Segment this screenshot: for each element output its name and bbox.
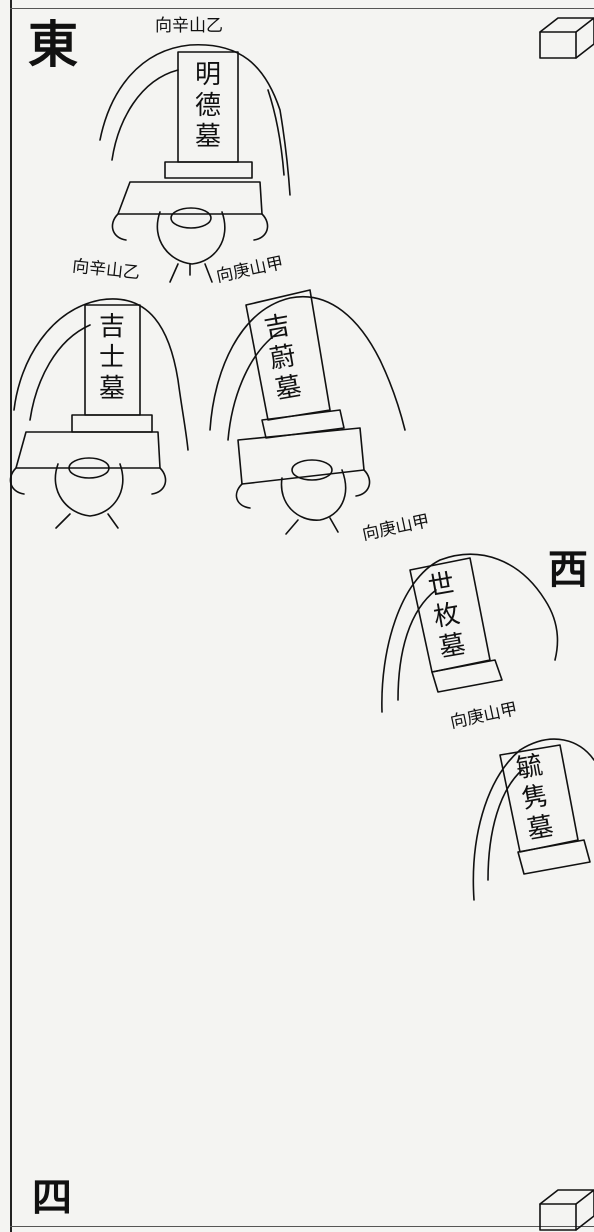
grave-orientation-mingde: 向辛山乙 [155, 16, 223, 36]
cube-icon-bottom-right [539, 1189, 594, 1231]
stele-inscription-jishi: 吉士墓 [98, 312, 125, 405]
grave-mound-jiyu [209, 289, 406, 535]
cube-icon-top-right [539, 17, 594, 59]
grave-mound-yuying [472, 738, 594, 901]
top-border-line [10, 8, 594, 9]
left-border-line [10, 0, 12, 1232]
direction-west-label: 西 [548, 546, 588, 593]
grave-mound-shimei [381, 553, 559, 713]
grave-mound-mingde [99, 43, 291, 283]
bottom-border-line [10, 1226, 594, 1227]
direction-east-label: 東 [28, 15, 78, 74]
direction-bottom-label: 四 [32, 1174, 72, 1221]
stele-inscription-mingde: 明德墓 [194, 60, 221, 153]
grave-mound-jishi [9, 298, 189, 529]
